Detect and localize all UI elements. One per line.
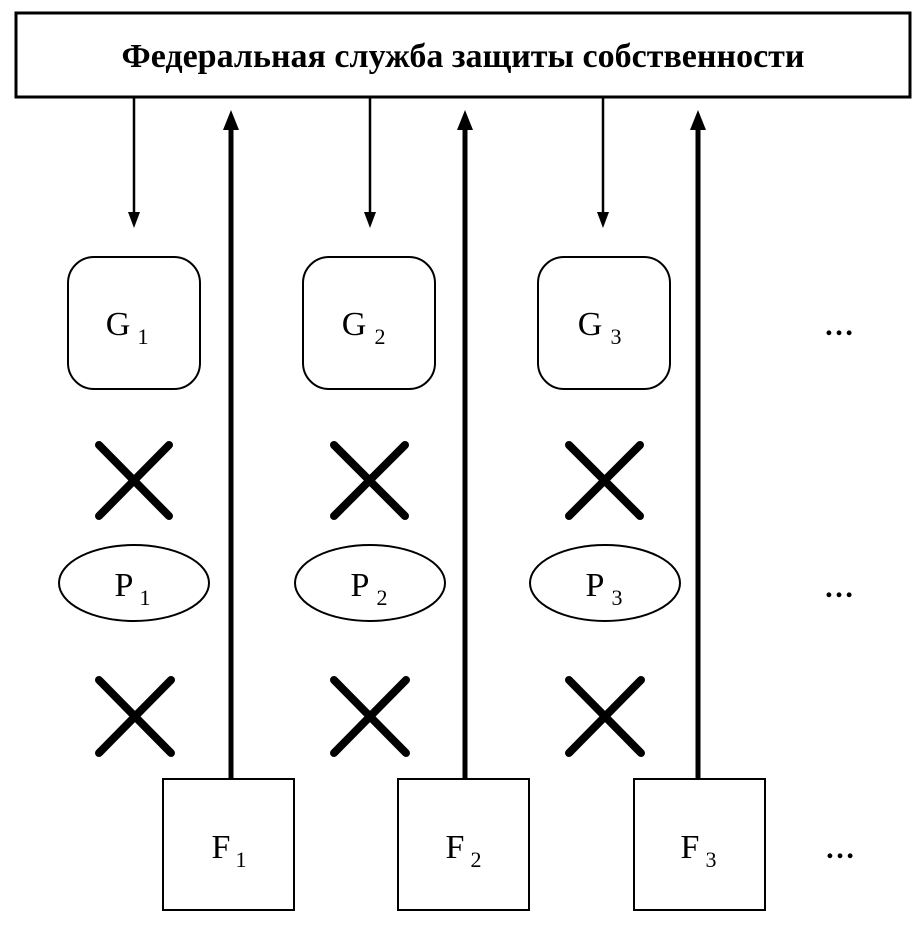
cross-icon bbox=[330, 676, 410, 757]
g-node-index: 2 bbox=[375, 324, 386, 349]
up-arrow-head bbox=[690, 110, 706, 130]
g-node-letter: G bbox=[342, 306, 367, 343]
p-node-letter: P bbox=[351, 567, 370, 604]
agency-box-frame bbox=[14, 11, 912, 99]
g-node-letter: G bbox=[106, 306, 131, 343]
g-node-index: 1 bbox=[138, 324, 149, 349]
g-node-letter: G bbox=[578, 306, 603, 343]
p-node-index: 2 bbox=[377, 585, 388, 610]
up-arrow-head bbox=[457, 110, 473, 130]
f-row-ellipsis: … bbox=[825, 832, 855, 865]
down-arrow-head bbox=[597, 212, 609, 228]
p-node bbox=[529, 544, 681, 622]
g-row-ellipsis: … bbox=[824, 309, 854, 342]
g-node bbox=[302, 256, 436, 390]
down-arrow-head bbox=[364, 212, 376, 228]
cross-icon bbox=[565, 441, 644, 520]
cross-icon bbox=[95, 676, 175, 757]
g-node bbox=[537, 256, 671, 390]
p-node-index: 1 bbox=[140, 585, 151, 610]
f-node bbox=[397, 778, 530, 911]
column-1: G 1 P 1 F 1 bbox=[58, 97, 295, 911]
f-node bbox=[162, 778, 295, 911]
g-node bbox=[67, 256, 201, 390]
down-arrow-head bbox=[128, 212, 140, 228]
cross-icon bbox=[95, 441, 173, 520]
p-node bbox=[294, 544, 446, 622]
f-node-index: 1 bbox=[236, 847, 247, 872]
p-node-index: 3 bbox=[612, 585, 623, 610]
p-node-letter: P bbox=[586, 567, 605, 604]
column-2: G 2 P 2 F 2 bbox=[294, 97, 530, 911]
g-node-index: 3 bbox=[611, 324, 622, 349]
f-node-index: 2 bbox=[471, 847, 482, 872]
cross-icon bbox=[565, 676, 645, 757]
f-node-index: 3 bbox=[706, 847, 717, 872]
p-row-ellipsis: … bbox=[824, 571, 854, 604]
up-arrow-head bbox=[223, 110, 239, 130]
f-node bbox=[633, 778, 766, 911]
cross-icon bbox=[330, 441, 409, 520]
p-node bbox=[58, 544, 210, 622]
agency-title: Федеральная служба защиты собственности bbox=[122, 38, 805, 75]
column-3: G 3 P 3 F 3 bbox=[529, 97, 766, 911]
f-node-letter: F bbox=[446, 829, 465, 866]
f-node-letter: F bbox=[212, 829, 231, 866]
agency-box: Федеральная служба защиты собственности bbox=[14, 11, 912, 99]
f-node-letter: F bbox=[681, 829, 700, 866]
p-node-letter: P bbox=[115, 567, 134, 604]
